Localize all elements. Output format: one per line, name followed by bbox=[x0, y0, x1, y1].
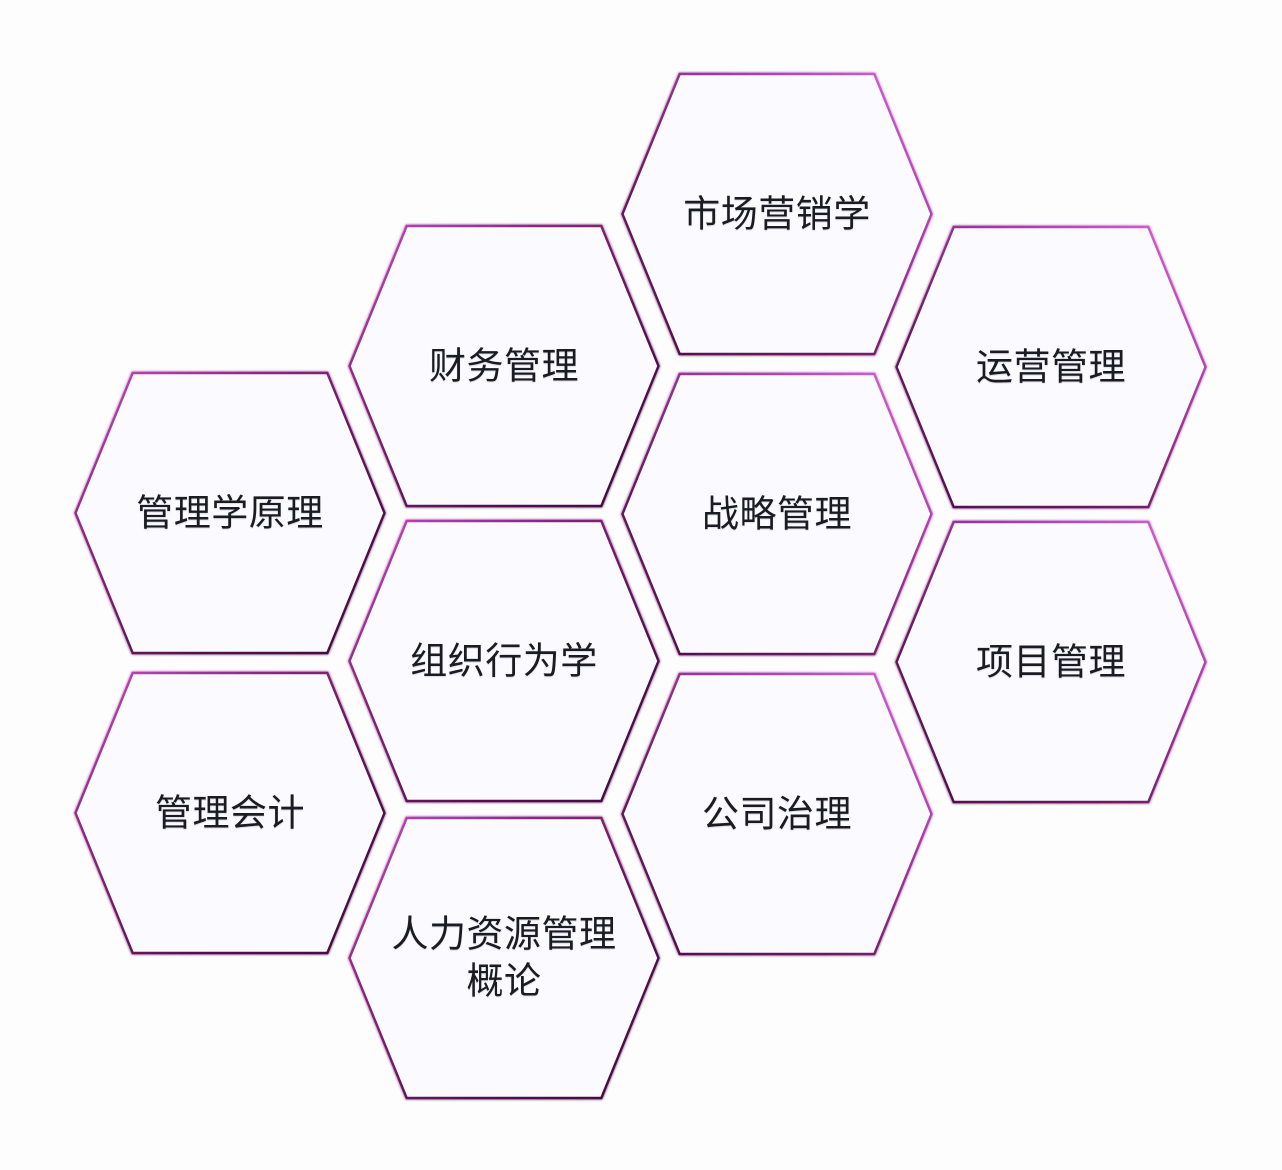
hexagon-strategic-management[interactable] bbox=[621, 372, 933, 656]
hexagon-corporate-governance[interactable] bbox=[621, 672, 933, 956]
hexagon-project-management[interactable] bbox=[895, 520, 1207, 804]
hexagon-marketing[interactable] bbox=[621, 72, 933, 356]
hexagon-management-accounting[interactable] bbox=[74, 671, 386, 955]
hexagon-organizational-behavior[interactable] bbox=[348, 519, 660, 803]
hexagon-human-resource-management[interactable] bbox=[348, 816, 660, 1100]
hexagon-financial-management[interactable] bbox=[348, 224, 660, 508]
hexagon-principles-of-management[interactable] bbox=[74, 371, 386, 655]
hexagon-operations-management[interactable] bbox=[895, 225, 1207, 509]
